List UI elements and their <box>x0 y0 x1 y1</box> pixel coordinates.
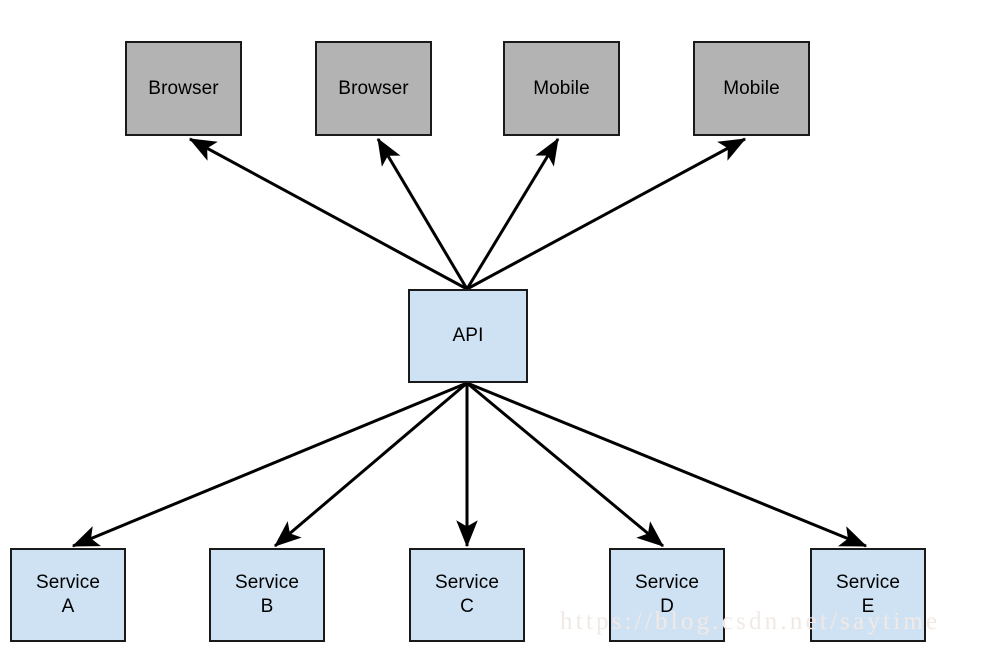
node-label: Service D <box>634 572 700 617</box>
edge-api-service-d <box>466 381 664 548</box>
watermark-text: https://blog.csdn.net/saytime <box>560 608 941 635</box>
node-label: Browser <box>338 77 409 99</box>
node-label: Service C <box>434 572 500 617</box>
node-label: Browser <box>148 77 219 99</box>
node-service-c[interactable]: Service C <box>409 548 525 642</box>
node-client-mobile-2[interactable]: Mobile <box>693 41 810 136</box>
node-service-d[interactable]: Service D <box>609 548 725 642</box>
node-service-e[interactable]: Service E <box>810 548 926 642</box>
edge-api-client-4 <box>466 137 747 291</box>
node-label: Mobile <box>533 77 590 99</box>
node-client-browser-2[interactable]: Browser <box>315 41 432 136</box>
edge-api-client-1 <box>188 137 468 291</box>
edge-api-client-2 <box>376 137 469 290</box>
node-label: Service E <box>835 572 901 617</box>
edge-api-service-b <box>274 381 468 548</box>
node-api[interactable]: API <box>408 289 528 383</box>
node-label: API <box>452 325 484 347</box>
edge-api-service-e <box>466 381 868 548</box>
node-service-b[interactable]: Service B <box>209 548 325 642</box>
node-label: Service A <box>35 572 101 617</box>
edge-api-client-3 <box>465 137 560 290</box>
node-client-browser-1[interactable]: Browser <box>125 41 242 136</box>
node-label: Mobile <box>723 77 780 99</box>
node-service-a[interactable]: Service A <box>10 548 126 642</box>
edge-api-service-a <box>71 381 468 548</box>
node-client-mobile-1[interactable]: Mobile <box>503 41 620 136</box>
node-label: Service B <box>234 572 300 617</box>
